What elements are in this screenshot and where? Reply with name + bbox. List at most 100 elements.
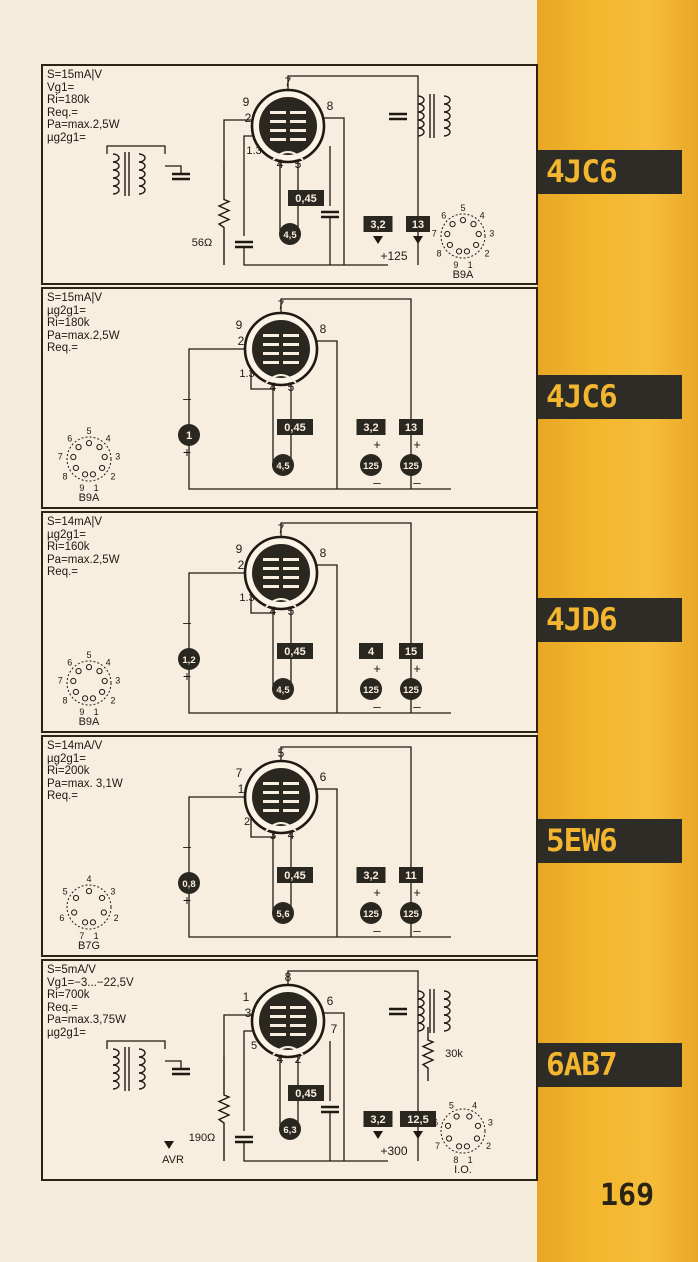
screen-voltage-box <box>363 216 393 232</box>
heater-circle <box>279 1118 301 1140</box>
coil-turn <box>417 1022 425 1032</box>
wire <box>250 817 275 838</box>
voltage-box-label: 13 <box>405 422 417 434</box>
coil-turn <box>417 1006 425 1016</box>
voltage-circle-label: 4,5 <box>283 230 297 241</box>
screen-supply-circle <box>400 902 422 924</box>
socket-pin <box>85 440 93 447</box>
socket-pin-number: 2 <box>114 913 119 923</box>
voltage-circle-label: 125 <box>403 461 420 472</box>
coil-turn <box>443 998 451 1008</box>
socket-pin <box>85 888 93 895</box>
wire <box>287 970 419 1161</box>
spec-list: S=14mA|V µg2g1= Ri=160k Pa=max.2,5W Req.… <box>47 516 120 579</box>
socket-pin-number: 2 <box>110 471 115 481</box>
coil-turn <box>112 185 120 195</box>
voltage-box-label: 15 <box>405 646 417 658</box>
heater-circle <box>279 223 301 245</box>
spec-line: Ri=700k <box>47 989 90 1001</box>
socket-pin-number: 4 <box>472 1100 477 1110</box>
socket-pin <box>72 894 80 902</box>
cathode-heater <box>272 151 304 161</box>
socket-pin-number: 8 <box>63 695 68 705</box>
voltage-circle-label: 125 <box>403 909 420 920</box>
pin-label: 7 <box>331 1022 338 1036</box>
wire <box>317 788 338 937</box>
heater-voltage-box <box>277 419 313 435</box>
grid-bar <box>270 1015 286 1018</box>
socket-pin-number: 2 <box>486 1141 491 1151</box>
spec-line: Vg1= <box>47 81 75 94</box>
socket-pin-number: 6 <box>59 913 64 923</box>
grid-bar <box>270 1033 286 1036</box>
wire <box>243 1030 252 1131</box>
grid-bar <box>270 1024 286 1027</box>
polarity-sign: + <box>183 892 191 908</box>
socket-pin-number: 3 <box>488 1118 493 1128</box>
heater-voltage-box <box>288 1085 324 1101</box>
coil-turn <box>138 169 146 179</box>
coil-turn <box>417 103 425 113</box>
pin-label: 1.3 <box>239 592 254 604</box>
coil-turn <box>417 998 425 1008</box>
wire <box>223 119 252 162</box>
socket-pin <box>463 1143 471 1150</box>
socket-pin-number: 7 <box>79 931 84 941</box>
voltage-circle-label: 4,5 <box>276 461 290 472</box>
coil-turn <box>417 1014 425 1024</box>
anode-voltage-box <box>406 216 430 232</box>
polarity-sign: – <box>373 699 381 714</box>
coil-turn <box>417 990 425 1000</box>
polarity-sign: – <box>413 699 421 714</box>
resistor <box>421 1027 435 1081</box>
socket-outline <box>66 436 112 482</box>
spec-line: Pa=max. 3,1W <box>47 777 123 790</box>
socket-pin <box>472 241 480 249</box>
polarity-sign: – <box>413 923 421 938</box>
voltage-circle-label: 6,3 <box>283 1125 296 1136</box>
polarity-sign: – <box>373 475 381 490</box>
socket-pin <box>98 894 106 902</box>
grid-voltage-box <box>356 419 386 435</box>
grid-bar <box>263 361 279 364</box>
coil-turn <box>112 177 120 187</box>
voltage-box-label: 0,45 <box>284 646 305 658</box>
polarity-sign: + <box>183 444 191 460</box>
polarity-sign: + <box>373 661 381 676</box>
grid-bar <box>263 352 279 355</box>
socket-pin-number: 9 <box>79 483 84 493</box>
pin-label: 8 <box>320 546 327 560</box>
polarity-sign: + <box>413 661 421 676</box>
pin-label: 8 <box>327 99 334 113</box>
cathode-heater <box>265 822 297 832</box>
coil-turn <box>417 95 425 105</box>
spec-line: µg2g1= <box>47 304 86 317</box>
voltage-circle-label: 5,6 <box>276 909 289 920</box>
coil-turn <box>112 1064 120 1074</box>
wire <box>243 135 252 236</box>
socket-pin <box>444 230 451 238</box>
socket-pin-number: 3 <box>110 886 115 896</box>
socket-pin <box>453 1113 460 1120</box>
grid-bar <box>263 567 279 570</box>
coil-turn <box>138 153 146 163</box>
grid-voltage-box <box>359 643 383 659</box>
polarity-sign: – <box>373 923 381 938</box>
voltage-box-label: 0,45 <box>295 1088 316 1100</box>
coil-turn <box>138 185 146 195</box>
polarity-sign: + <box>373 885 381 900</box>
grid-bar <box>290 111 306 114</box>
wire <box>188 796 451 938</box>
voltage-circle-label: 4,5 <box>276 685 290 696</box>
polarity-sign: – <box>183 390 191 406</box>
wire <box>188 572 451 714</box>
grid-bar <box>283 567 299 570</box>
wire <box>250 593 275 614</box>
resistor <box>217 1057 231 1161</box>
grid-bar <box>270 129 286 132</box>
grid-bar <box>283 791 299 794</box>
coil-turn <box>112 153 120 163</box>
grid-bar <box>263 334 279 337</box>
heater-circle <box>272 454 294 476</box>
pin-label: 2 <box>238 334 245 348</box>
